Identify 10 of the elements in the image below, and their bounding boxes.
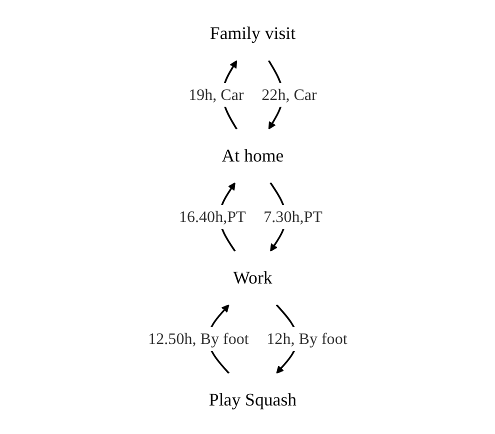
node-text: Family visit [210, 24, 296, 44]
edge-label: 7.30h,PT [263, 208, 322, 226]
node-text: At home [222, 146, 284, 166]
node-text: Work [232, 268, 272, 288]
edge-label: 12.50h, By foot [148, 330, 249, 348]
node-text: Play Squash [208, 390, 296, 410]
edge-label: 16.40h,PT [178, 208, 246, 226]
edge-label: 12h, By foot [266, 330, 348, 348]
edge-label: 22h, Car [261, 86, 317, 104]
edge-label: 19h, Car [188, 86, 244, 104]
